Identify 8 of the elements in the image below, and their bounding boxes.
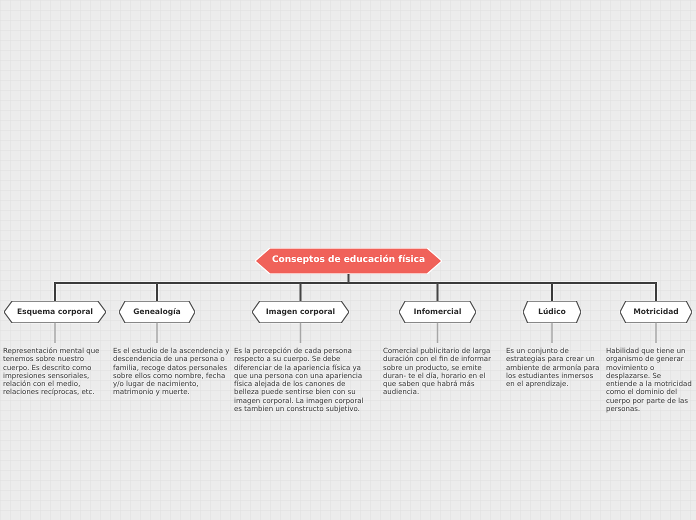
connector-line: [655, 323, 657, 343]
connector-line: [348, 274, 657, 301]
connector-line: [551, 323, 553, 343]
central-topic-hexagon: Conseptos de educación física: [255, 248, 442, 274]
connector-line: [300, 323, 302, 343]
connector-line: [54, 323, 56, 343]
connector-line: [436, 323, 438, 343]
connector-line: [156, 323, 158, 343]
